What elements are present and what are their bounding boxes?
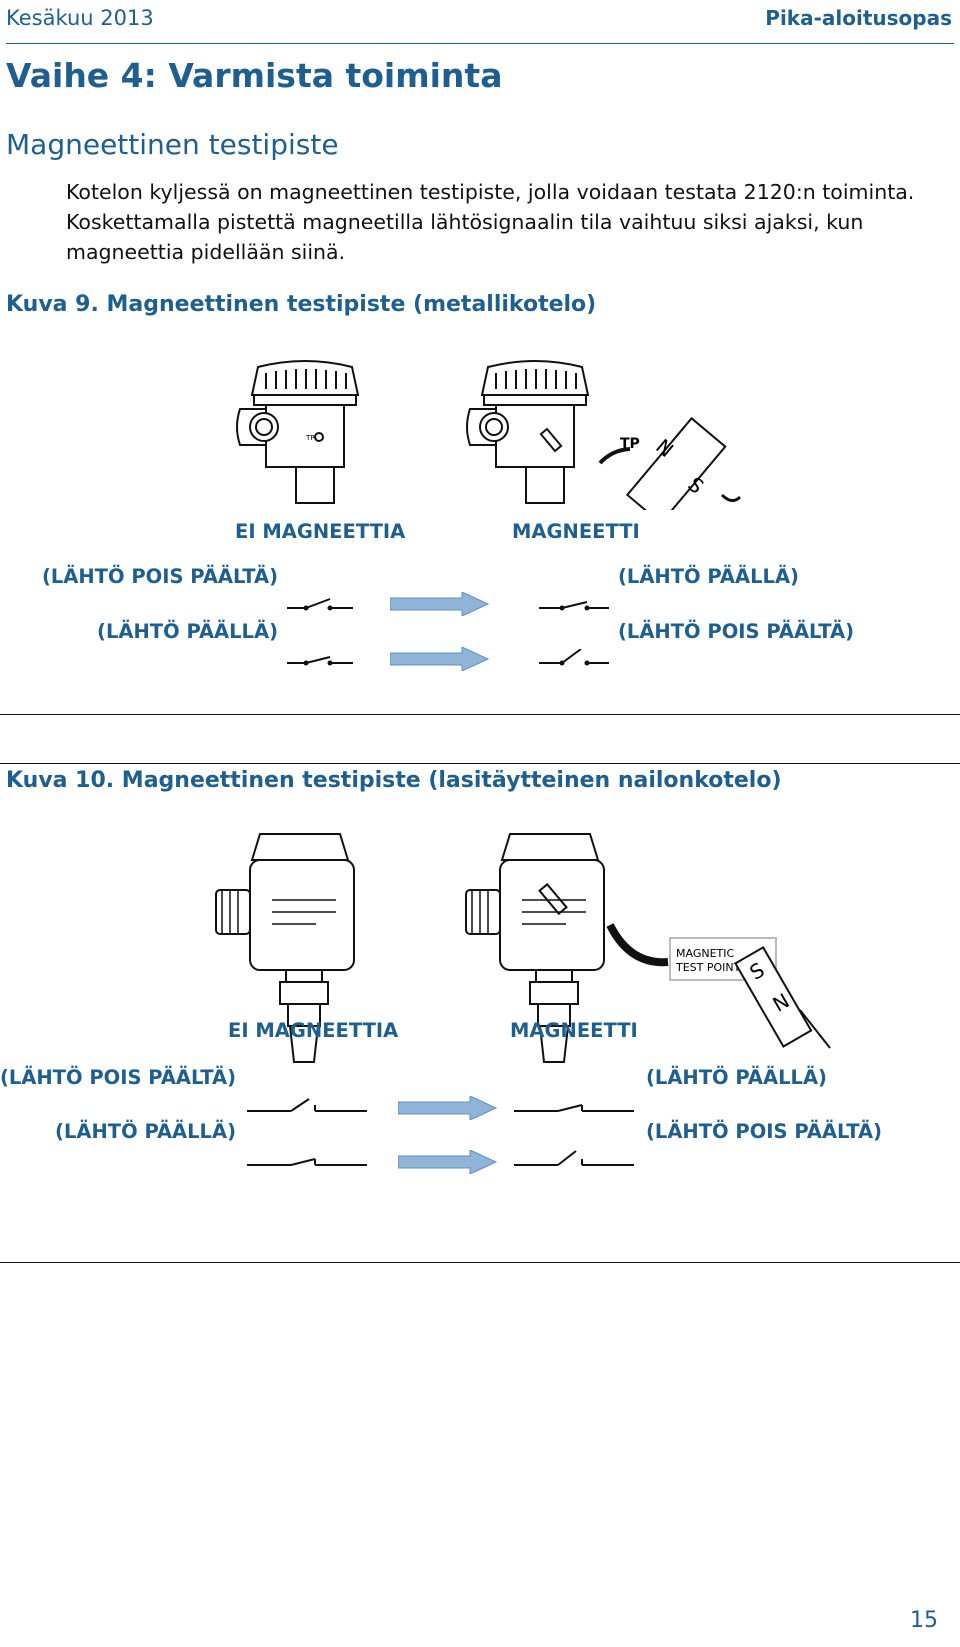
figure9-bottom-rule <box>0 714 960 715</box>
figure10-no-magnet-heading: EI MAGNEETTIA <box>228 1019 399 1042</box>
figure9-row2-arrow <box>390 647 490 671</box>
figure9-row2-closed-switch-icon <box>287 656 353 666</box>
figure10-magnet-heading: MAGNEETTI <box>510 1019 638 1042</box>
metal-housing-no-magnet-drawing: TP <box>236 360 360 504</box>
figure9-tp-label: TP <box>620 436 640 452</box>
figure9-row2-left-label: (LÄHTÖ PÄÄLLÄ) <box>97 620 278 643</box>
figure9-row1-arrow <box>390 592 490 616</box>
figure9-row1-open-switch-icon <box>287 598 353 611</box>
figure9-row1-right-label: (LÄHTÖ PÄÄLLÄ) <box>618 565 799 588</box>
figure10-callout-line1: MAGNETIC <box>676 947 734 960</box>
figure10-row2-open-switch-icon <box>514 1150 634 1166</box>
nylon-housing-no-magnet-drawing <box>215 833 355 1063</box>
nylon-housing-with-magnet-drawing: MAGNETIC TEST POINT S N <box>465 833 831 1063</box>
figure10-caption: Kuva 10. Magneettinen testipiste (lasitä… <box>6 768 782 793</box>
figure9-caption: Kuva 9. Magneettinen testipiste (metalli… <box>6 292 597 317</box>
header-date: Kesäkuu 2013 <box>6 6 154 30</box>
figure10-row1-arrow <box>398 1096 498 1120</box>
figure10-row2-left-label: (LÄHTÖ PÄÄLLÄ) <box>55 1120 236 1143</box>
figure10-row1-open-switch-icon <box>247 1098 367 1112</box>
metal-housing-with-magnet-drawing: TP N S <box>466 360 742 510</box>
figure10-row2-closed-switch-icon <box>247 1158 367 1166</box>
page-number: 15 <box>910 1608 938 1633</box>
figure10-top-rule <box>0 763 960 764</box>
figure9-row1-closed-switch-icon <box>539 601 609 611</box>
figure10-row1-right-label: (LÄHTÖ PÄÄLLÄ) <box>646 1066 827 1089</box>
figure10-row1-closed-switch-icon <box>514 1104 634 1112</box>
figure9-magnet-heading: MAGNEETTI <box>512 520 640 543</box>
figure9-row1-left-label: (LÄHTÖ POIS PÄÄLTÄ) <box>41 565 278 588</box>
figure9-row2-open-switch-icon <box>539 649 609 666</box>
figure10-row2-arrow <box>398 1150 498 1174</box>
figure9-tp-small-label: TP <box>305 434 315 442</box>
header-guide-title: Pika-aloitusopas <box>765 6 952 30</box>
header-rule <box>6 43 954 44</box>
figure10-row2-right-label: (LÄHTÖ POIS PÄÄLTÄ) <box>646 1120 883 1143</box>
figure10-callout-line2: TEST POINT <box>675 961 741 974</box>
body-paragraph: Kotelon kyljessä on magneettinen testipi… <box>66 180 915 264</box>
figure9-no-magnet-heading: EI MAGNEETTIA <box>235 520 406 543</box>
page-title: Vaihe 4: Varmista toiminta <box>6 56 503 95</box>
figure10-bottom-rule <box>0 1262 960 1263</box>
section-heading: Magneettinen testipiste <box>6 128 339 161</box>
figure10-row1-left-label: (LÄHTÖ POIS PÄÄLTÄ) <box>0 1066 236 1089</box>
figure9-row2-right-label: (LÄHTÖ POIS PÄÄLTÄ) <box>618 620 855 643</box>
